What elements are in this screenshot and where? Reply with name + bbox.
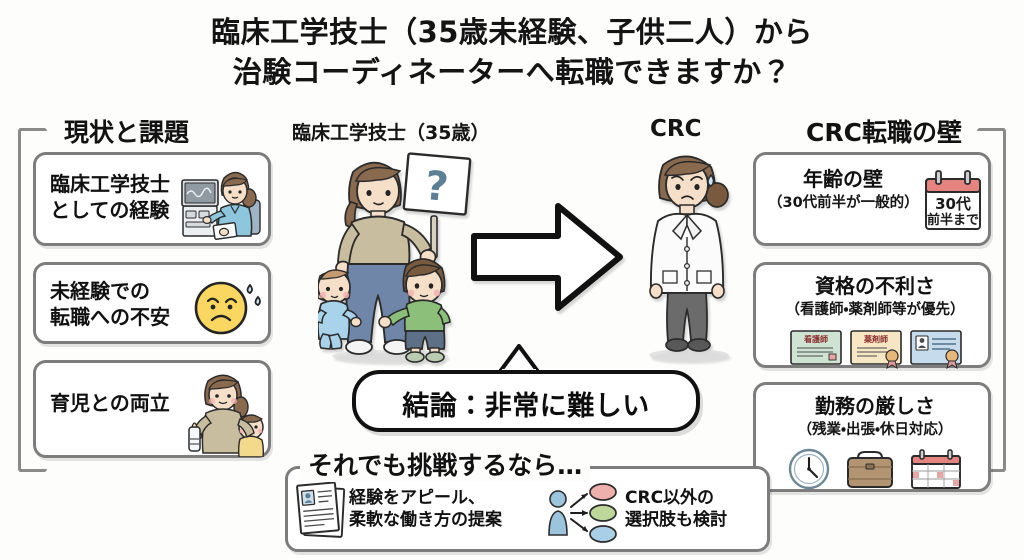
bottom-panel-header: それでも挑戦するなら… <box>300 446 591 482</box>
card-harsh-working-conditions: 勤務の厳しさ （残業・出張・休日対応） <box>753 382 991 492</box>
calendar-line-2: 前半まで <box>927 212 979 228</box>
title-line-1: 臨床工学技士（35歳未経験、子供二人）から <box>211 15 813 49</box>
license-icons-group: 看護師 薬剤師 <box>790 330 962 369</box>
to-role-label: CRC <box>650 116 702 142</box>
clinical-engineer-illustration <box>181 171 261 240</box>
card-career-change-anxiety: 未経験での 転職への不安 <box>33 262 271 344</box>
parent-with-children-illustration: ? <box>318 152 472 363</box>
work-condition-icons-group <box>788 448 961 490</box>
page-title: 臨床工学技士（35歳未経験、子供二人）から 治験コーディネーターへ転職できますか… <box>0 12 1024 92</box>
tip-1-line-1: 経験をアピール、 <box>349 488 485 508</box>
card-r2-text: 資格の不利さ （看護師・薬剤師等が優先） <box>766 274 984 319</box>
option-ellipse-blue <box>589 525 617 543</box>
question-mark-label: ? <box>423 163 450 211</box>
right-panel-header: CRC転職の壁 <box>800 113 968 149</box>
suitcase-icon <box>847 451 893 488</box>
option-ellipse-green <box>589 504 617 522</box>
card-r3-note: （残業・出張・休日対応） <box>797 421 953 438</box>
toddler-figure <box>378 258 451 363</box>
tip-2-line-1: CRC以外の <box>625 488 715 508</box>
calendar-icon: 30代 前半まで <box>925 170 981 230</box>
card-l2-line2: 転職への不安 <box>50 304 170 329</box>
title-line-2: 治験コーディネーターへ転職できますか？ <box>232 55 792 90</box>
card-current-experience: 臨床工学技士 としての経験 <box>33 152 271 246</box>
id-card-icon <box>910 330 962 369</box>
card-l1-text: 臨床工学技士 としての経験 <box>50 172 170 223</box>
left-panel-bracket <box>18 128 47 472</box>
card-license-disadvantage: 資格の不利さ （看護師・薬剤師等が優先） 看護師 薬剤師 <box>753 262 991 369</box>
card-l1-line2: としての経験 <box>50 197 170 222</box>
card-childcare-balance: 育児との両立 <box>33 360 271 458</box>
card-r1-note: （30代前半が一般的） <box>768 194 919 211</box>
calendar-line-1: 30代 <box>935 195 971 213</box>
crc-figure-illustration <box>649 155 729 361</box>
resume-document-icon <box>296 482 346 538</box>
card-l3-text: 育児との両立 <box>50 391 170 417</box>
nurse-license-icon: 看護師 <box>790 330 842 365</box>
clock-icon <box>788 448 830 490</box>
card-r1-text: 年齢の壁 （30代前半が一般的） <box>768 167 919 212</box>
right-panel-bracket <box>977 128 1006 472</box>
pharmacist-license-icon: 薬剤師 <box>850 330 902 369</box>
option-ellipse-pink <box>589 483 617 501</box>
card-r1-title: 年齢の壁 <box>803 167 883 191</box>
card-l2-line1: 未経験での <box>50 279 150 303</box>
baby-figure <box>318 269 362 350</box>
card-r3-title: 勤務の厳しさ <box>815 394 935 418</box>
svg-text:薬剤師: 薬剤師 <box>863 334 888 344</box>
from-role-label: 臨床工学技士（35歳） <box>292 122 490 144</box>
tip-1-text: 経験をアピール、 柔軟な働き方の提案 <box>349 487 502 531</box>
worried-face-icon <box>194 281 261 335</box>
calendar-icon <box>911 449 961 489</box>
conclusion-text: 結論：非常に難しい <box>402 391 650 422</box>
card-r2-title: 資格の不利さ <box>815 274 935 298</box>
card-r3-text: 勤務の厳しさ （残業・出張・休日対応） <box>766 394 984 439</box>
tip-2-line-2: 選択肢も検討 <box>625 510 727 531</box>
right-arrow-icon <box>471 203 623 311</box>
parent-with-baby-illustration <box>188 374 265 457</box>
card-l2-text: 未経験での 転職への不安 <box>50 279 170 330</box>
card-age-barrier: 年齢の壁 （30代前半が一般的） 30代 前半まで <box>753 152 991 246</box>
tip-2-text: CRC以外の 選択肢も検討 <box>625 487 727 531</box>
card-r2-note: （看護師・薬剤師等が優先） <box>785 301 965 318</box>
card-l3-line1: 育児との両立 <box>50 391 170 415</box>
person-options-icon <box>548 483 617 543</box>
card-l1-line1: 臨床工学技士 <box>50 172 170 196</box>
svg-text:看護師: 看護師 <box>803 334 828 344</box>
tip-1-line-2: 柔軟な働き方の提案 <box>349 510 502 531</box>
left-panel-header: 現状と課題 <box>58 113 196 149</box>
conclusion-speech-bubble: 結論：非常に難しい <box>352 370 700 432</box>
